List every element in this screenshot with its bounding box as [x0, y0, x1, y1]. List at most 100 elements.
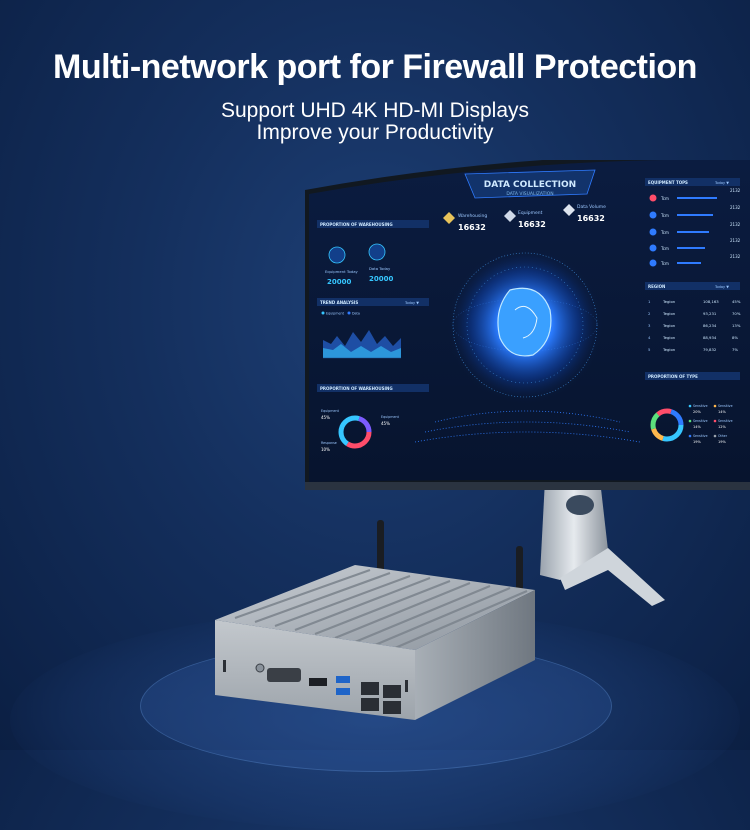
svg-text:2132: 2132: [730, 205, 741, 210]
region-row-5: 5 Tegion 79,832 7%: [648, 347, 738, 352]
region-row-4: 4 Tegion 88,934 8%: [648, 335, 738, 340]
tops-row-4: Tcm 2132: [649, 238, 741, 252]
left-panel: PROPORTION OF WAREHOUSING Equipment Toda…: [317, 220, 429, 452]
svg-text:45%: 45%: [321, 415, 330, 420]
svg-text:Sensitive: Sensitive: [718, 419, 733, 423]
svg-text:Tcm: Tcm: [660, 230, 669, 235]
svg-text:20%: 20%: [693, 410, 701, 414]
svg-text:EQUIPMENT TOPS: EQUIPMENT TOPS: [648, 180, 688, 185]
type-legend-4: Sensitive 12%: [713, 419, 733, 429]
stat-equipment: Equipment 16632: [504, 210, 546, 229]
headline: Multi-network port for Firewall Protecti…: [53, 48, 697, 86]
svg-text:REGION: REGION: [648, 284, 665, 289]
svg-text:Tegion: Tegion: [662, 299, 676, 304]
subheadline-line-1: Support UHD 4K HD-MI Displays: [220, 99, 530, 122]
svg-text:PROPORTION OF WAREHOUSING: PROPORTION OF WAREHOUSING: [320, 386, 393, 391]
svg-text:Equipment: Equipment: [381, 415, 400, 419]
svg-text:2: 2: [648, 311, 651, 316]
svg-text:45%: 45%: [732, 299, 741, 304]
svg-text:TREND ANALYSIS: TREND ANALYSIS: [320, 300, 358, 305]
svg-text:7%: 7%: [732, 347, 738, 352]
svg-text:70%: 70%: [732, 311, 741, 316]
svg-text:2132: 2132: [730, 222, 741, 227]
subheadline-line-2: Improve your Productivity: [256, 121, 494, 144]
svg-text:10%: 10%: [321, 447, 330, 452]
svg-text:12%: 12%: [718, 425, 726, 429]
type-legend-2: Sensitive 14%: [713, 404, 733, 414]
monitor-stand: [520, 480, 670, 610]
svg-text:8%: 8%: [732, 335, 738, 340]
type-legend-5: Sensitive 19%: [688, 434, 708, 444]
svg-text:5: 5: [648, 347, 651, 352]
usb-ports: [336, 676, 350, 695]
tops-row-3: Tcm 2132: [649, 222, 741, 236]
svg-text:Tcm: Tcm: [660, 246, 669, 251]
svg-text:Tcm: Tcm: [660, 261, 669, 266]
svg-text:Today ▼: Today ▼: [404, 301, 419, 305]
svg-text:79,832: 79,832: [703, 347, 717, 352]
svg-text:19%: 19%: [693, 440, 701, 444]
svg-text:Warehousing: Warehousing: [458, 213, 487, 219]
svg-text:Equipment Today: Equipment Today: [325, 269, 359, 274]
region-row-2: 2 Tegion 93,231 70%: [648, 311, 741, 316]
tops-row-2: Tcm 2132: [649, 205, 741, 219]
svg-text:PROPORTION OF WAREHOUSING: PROPORTION OF WAREHOUSING: [320, 222, 393, 227]
svg-text:Sensitive: Sensitive: [718, 404, 733, 408]
svg-text:14%: 14%: [693, 425, 701, 429]
region-row-3: 3 Tegion 86,234 13%: [648, 323, 741, 328]
svg-text:Sensitive: Sensitive: [693, 419, 708, 423]
svg-text:2132: 2132: [730, 238, 741, 243]
svg-text:93,231: 93,231: [703, 311, 717, 316]
svg-text:14%: 14%: [718, 410, 726, 414]
fanless-mini-pc: [205, 520, 545, 720]
svg-text:Equipment: Equipment: [326, 312, 345, 316]
stat-warehousing: Warehousing 16632: [443, 212, 487, 232]
svg-text:20000: 20000: [327, 278, 351, 286]
region-row-1: 1 Tegion 108,163 45%: [648, 299, 741, 304]
svg-text:Data Today: Data Today: [369, 266, 391, 271]
svg-text:Response: Response: [321, 441, 337, 445]
svg-text:16632: 16632: [518, 220, 546, 229]
curved-monitor: DATA COLLECTION DATA VISUALIZATION Wareh…: [305, 160, 750, 490]
screen-title: DATA COLLECTION: [484, 180, 576, 190]
serial-port: [255, 663, 301, 682]
svg-text:Data Volume: Data Volume: [577, 204, 606, 210]
stat-data-volume: Data Volume 16632: [563, 204, 606, 223]
data-globe: [414, 247, 641, 443]
screen-subtitle: DATA VISUALIZATION: [506, 191, 553, 197]
svg-text:88,934: 88,934: [703, 335, 717, 340]
svg-text:16632: 16632: [458, 223, 486, 232]
svg-text:Tegion: Tegion: [662, 347, 676, 352]
svg-text:86,234: 86,234: [703, 323, 717, 328]
svg-text:Tegion: Tegion: [662, 335, 676, 340]
svg-text:Data: Data: [352, 312, 360, 316]
type-legend-3: Sensitive 14%: [688, 419, 708, 429]
svg-text:Today ▼: Today ▼: [714, 285, 729, 289]
type-legend-6: Other 19%: [713, 434, 728, 444]
svg-text:2132: 2132: [730, 254, 741, 259]
svg-text:Tcm: Tcm: [660, 213, 669, 218]
svg-text:Equipment: Equipment: [321, 409, 340, 413]
svg-text:13%: 13%: [732, 323, 741, 328]
svg-text:Tegion: Tegion: [662, 323, 676, 328]
hdmi-port: [309, 678, 327, 686]
svg-text:19%: 19%: [718, 440, 726, 444]
tops-row-5: Tcm 2132: [649, 254, 741, 267]
svg-text:16632: 16632: [577, 214, 605, 223]
svg-text:PROPORTION OF TYPE: PROPORTION OF TYPE: [648, 374, 698, 379]
svg-text:Tegion: Tegion: [662, 311, 676, 316]
svg-text:Equipment: Equipment: [518, 210, 543, 216]
svg-text:1: 1: [648, 299, 651, 304]
svg-text:Today ▼: Today ▼: [714, 181, 729, 185]
svg-text:20000: 20000: [369, 275, 393, 283]
ethernet-ports: [361, 682, 401, 714]
svg-text:Sensitive: Sensitive: [693, 434, 708, 438]
svg-text:Tcm: Tcm: [660, 196, 669, 201]
svg-text:45%: 45%: [381, 421, 390, 426]
svg-text:4: 4: [648, 335, 651, 340]
svg-text:108,163: 108,163: [703, 299, 719, 304]
svg-text:3: 3: [648, 323, 651, 328]
svg-text:Other: Other: [718, 434, 728, 438]
